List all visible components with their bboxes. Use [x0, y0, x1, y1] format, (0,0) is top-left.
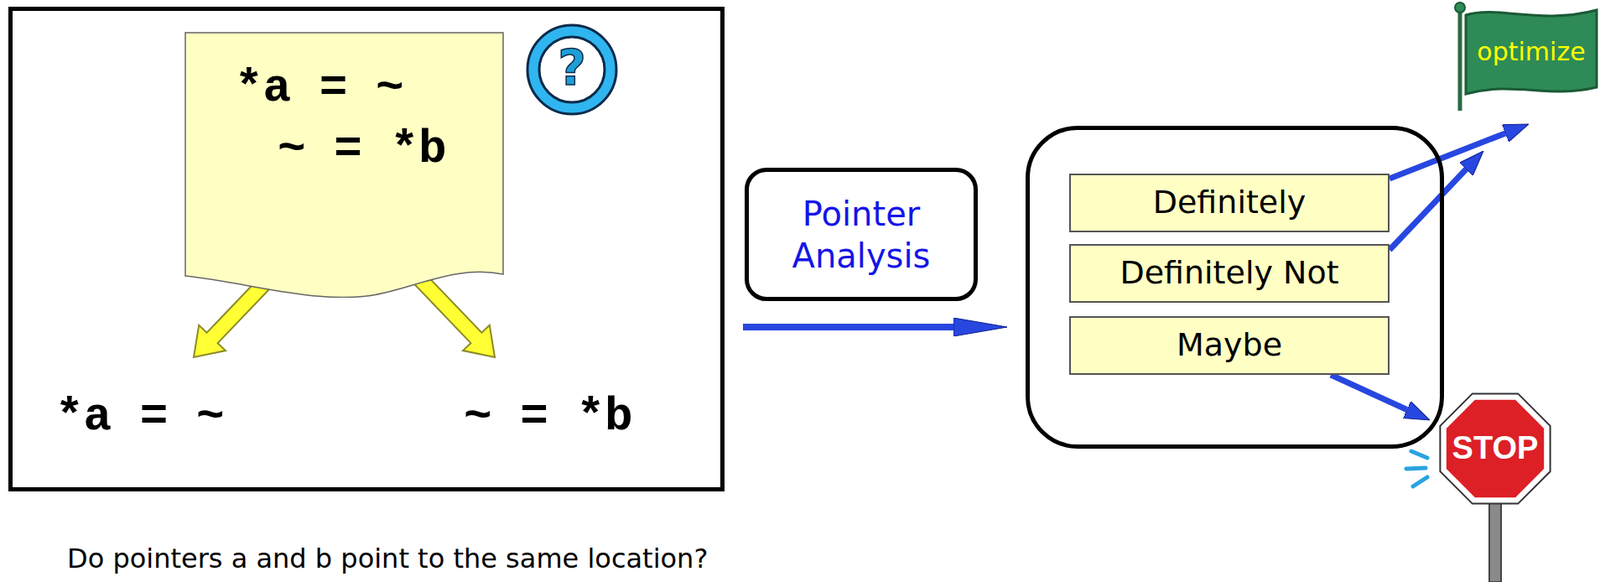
question-icon [527, 25, 617, 115]
code-line: ~ = *b [277, 122, 447, 177]
result-box: Definitely Not [1069, 244, 1390, 303]
code-note: *a = ~ ~ = *b [183, 31, 505, 298]
node-label: Maybe [1168, 326, 1291, 365]
result-box: Maybe [1069, 316, 1390, 375]
code-frame: *a = ~ ~ = *b *a = ~ ~ = *b [8, 6, 725, 492]
sign-post [1489, 503, 1502, 582]
burst-line [1406, 467, 1426, 469]
burst-line [1411, 451, 1428, 458]
sign-rim [1439, 393, 1550, 504]
node-label: optimize [1470, 36, 1592, 68]
paper-outline [185, 32, 504, 298]
question-mark: ? [546, 38, 598, 98]
flow-arrow [1389, 169, 1466, 250]
flow-arrow [1330, 374, 1408, 411]
question-icon-inner [539, 36, 605, 103]
flow-arrow [742, 323, 954, 331]
flag-knob [1454, 2, 1465, 13]
flag-cloth [1465, 10, 1597, 94]
optimize-flag: optimize [1464, 5, 1599, 99]
node-label: Definitely Not [1111, 254, 1347, 293]
burst-line [1412, 477, 1428, 487]
flag-pole [1458, 8, 1463, 111]
code-line: ~ = *b [463, 389, 634, 444]
result-group: DefinitelyDefinitely NotMaybe [1025, 125, 1445, 449]
analysis-box: Pointer Analysis [744, 167, 978, 302]
code-line: *a = ~ [55, 389, 225, 444]
question-text: Do pointers a and b point to the same lo… [67, 541, 708, 576]
node-label: Definitely [1144, 183, 1315, 223]
stop-sign: STOP [1434, 388, 1556, 510]
code-line: *a = ~ [234, 61, 405, 115]
result-box: Definitely [1069, 173, 1390, 233]
node-label: STOP [1444, 431, 1548, 467]
flow-arrow [1389, 133, 1506, 179]
node-label: Pointer Analysis [748, 192, 974, 277]
